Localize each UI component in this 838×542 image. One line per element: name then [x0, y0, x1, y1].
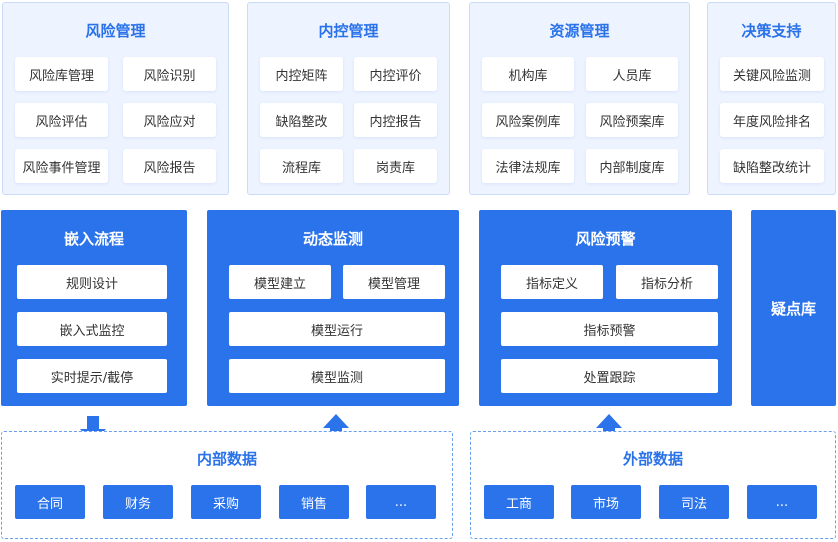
module-item[interactable]: 岗责库 — [354, 149, 437, 183]
panel-title: 决策支持 — [741, 22, 802, 40]
panel-title: 嵌入流程 — [63, 230, 124, 248]
arrow-up-icon — [323, 414, 349, 441]
data-source-chip[interactable]: 财务 — [103, 485, 173, 519]
module-item[interactable]: 流程库 — [260, 149, 343, 183]
module-item[interactable]: 风险事件管理 — [15, 149, 108, 183]
panel-title: 风险预警 — [575, 230, 636, 248]
module-item[interactable]: 风险库管理 — [15, 57, 108, 91]
module-item[interactable]: 缺陷整改统计 — [720, 149, 824, 183]
module-item[interactable]: 模型建立 — [229, 265, 331, 299]
module-item[interactable]: 处置跟踪 — [501, 359, 718, 393]
module-item[interactable]: 人员库 — [586, 57, 678, 91]
module-item[interactable]: 机构库 — [482, 57, 574, 91]
module-item[interactable]: 指标预警 — [501, 312, 718, 346]
module-item[interactable]: 规则设计 — [17, 265, 167, 299]
module-item[interactable]: 内控矩阵 — [260, 57, 343, 91]
risk-warning-panel: 风险预警 指标定义 指标分析 指标预警 处置跟踪 — [479, 210, 732, 406]
data-source-chip[interactable]: 销售 — [279, 485, 349, 519]
internal-data-panel: 内部数据 合同 财务 采购 销售 ... — [1, 431, 453, 539]
module-item[interactable]: 实时提示/截停 — [17, 359, 167, 393]
module-item[interactable]: 内部制度库 — [586, 149, 678, 183]
more-chip[interactable]: ... — [747, 485, 817, 519]
arrow-up-icon — [596, 414, 622, 441]
module-item[interactable]: 关键风险监测 — [720, 57, 824, 91]
internal-control-panel: 内控管理 内控矩阵 内控评价 缺陷整改 内控报告 流程库 岗责库 — [247, 2, 450, 195]
embed-process-panel: 嵌入流程 规则设计 嵌入式监控 实时提示/截停 — [1, 210, 187, 406]
data-source-chip[interactable]: 工商 — [484, 485, 554, 519]
data-source-chip[interactable]: 合同 — [15, 485, 85, 519]
module-item[interactable]: 模型监测 — [229, 359, 445, 393]
panel-title: 内控管理 — [318, 22, 379, 40]
module-item[interactable]: 风险评估 — [15, 103, 108, 137]
panel-title: 资源管理 — [549, 22, 610, 40]
module-item[interactable]: 风险应对 — [123, 103, 216, 137]
decision-support-panel: 决策支持 关键风险监测 年度风险排名 缺陷整改统计 — [707, 2, 836, 195]
module-item[interactable]: 内控报告 — [354, 103, 437, 137]
more-chip[interactable]: ... — [366, 485, 436, 519]
module-item[interactable]: 内控评价 — [354, 57, 437, 91]
module-item[interactable]: 风险报告 — [123, 149, 216, 183]
module-item[interactable]: 风险案例库 — [482, 103, 574, 137]
doubt-library-panel[interactable]: 疑点库 — [751, 210, 836, 406]
resource-management-panel: 资源管理 机构库 人员库 风险案例库 风险预案库 法律法规库 内部制度库 — [469, 2, 690, 195]
dynamic-monitoring-panel: 动态监测 模型建立 模型管理 模型运行 模型监测 — [207, 210, 459, 406]
data-source-chip[interactable]: 采购 — [191, 485, 261, 519]
panel-title: 动态监测 — [302, 230, 363, 248]
external-data-panel: 外部数据 工商 市场 司法 ... — [470, 431, 836, 539]
module-item[interactable]: 模型管理 — [343, 265, 445, 299]
arrow-down-icon — [80, 416, 106, 443]
data-source-chip[interactable]: 司法 — [659, 485, 729, 519]
module-item[interactable]: 年度风险排名 — [720, 103, 824, 137]
module-item[interactable]: 风险识别 — [123, 57, 216, 91]
module-item[interactable]: 缺陷整改 — [260, 103, 343, 137]
module-item[interactable]: 法律法规库 — [482, 149, 574, 183]
data-source-chip[interactable]: 市场 — [571, 485, 641, 519]
panel-title: 外部数据 — [622, 450, 683, 468]
module-item[interactable]: 模型运行 — [229, 312, 445, 346]
module-item[interactable]: 指标定义 — [501, 265, 603, 299]
module-item[interactable]: 指标分析 — [616, 265, 718, 299]
module-item[interactable]: 风险预案库 — [586, 103, 678, 137]
panel-title: 内部数据 — [196, 450, 257, 468]
risk-management-panel: 风险管理 风险库管理 风险识别 风险评估 风险应对 风险事件管理 风险报告 — [2, 2, 229, 195]
panel-title: 风险管理 — [85, 22, 146, 40]
module-item[interactable]: 嵌入式监控 — [17, 312, 167, 346]
